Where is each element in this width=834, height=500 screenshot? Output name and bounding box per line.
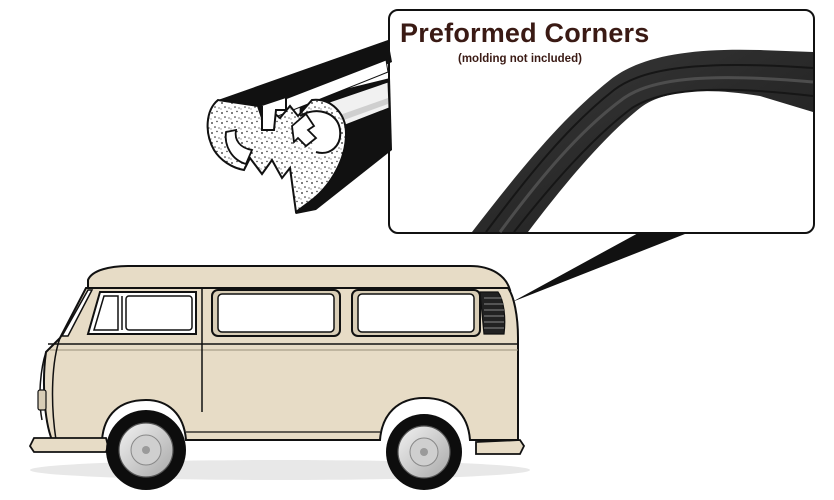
callout-subtitle: (molding not included) <box>458 53 582 65</box>
callout-box <box>388 9 815 234</box>
seal-cross-section-illustration <box>206 40 392 214</box>
callout-title: Preformed Corners <box>400 18 650 48</box>
side-window-1 <box>211 289 341 337</box>
preformed-rubber-corner-photo <box>472 49 814 233</box>
rear-wheel <box>386 414 462 490</box>
front-wheel <box>106 410 186 490</box>
cab-window <box>86 291 197 335</box>
callout-pointer <box>512 232 690 302</box>
rear-vent <box>479 291 506 335</box>
side-window-2 <box>351 289 481 337</box>
vw-bus-illustration <box>28 265 530 490</box>
